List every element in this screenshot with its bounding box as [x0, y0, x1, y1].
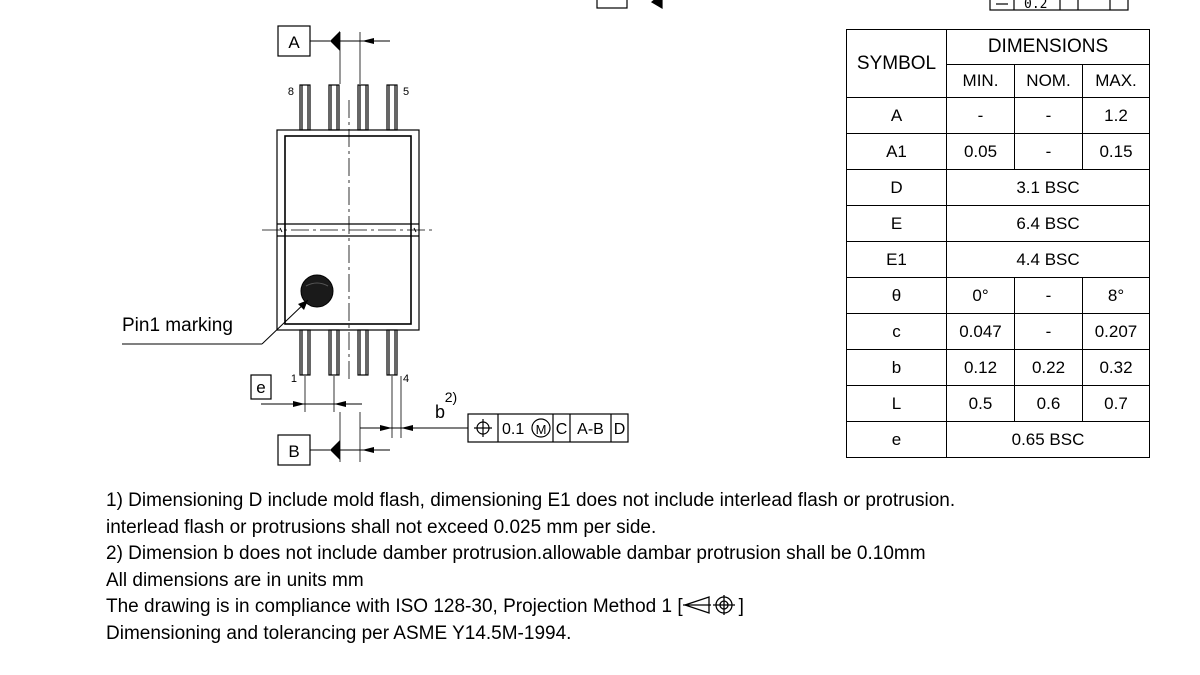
position-tolerance-frame: 0.1 M C A-B D	[467, 413, 629, 443]
nom-header: NOM.	[1014, 64, 1083, 98]
dim-e-label: e	[256, 378, 265, 397]
row-nom: -	[1014, 133, 1083, 170]
row-min: 0.05	[946, 133, 1015, 170]
fcf-datum-3: D	[614, 421, 626, 438]
row-max: 1.2	[1082, 97, 1150, 134]
row-min: -	[946, 97, 1015, 134]
dimensions-header: DIMENSIONS	[946, 29, 1150, 65]
table-row: e 0.65 BSC	[846, 421, 1150, 458]
bottom-leads	[299, 329, 398, 376]
position-symbol-icon	[474, 419, 492, 437]
row-min: 0.12	[946, 349, 1015, 386]
dimensions-table: SYMBOL DIMENSIONS MIN. NOM. MAX. A - - 1…	[846, 29, 1150, 458]
row-symbol: E	[846, 205, 947, 242]
top-cutoff-elements	[596, 0, 663, 10]
row-nom: -	[1014, 277, 1083, 314]
dim-b-label: b	[435, 402, 445, 422]
row-symbol: A1	[846, 133, 947, 170]
pin1-marking-callout: Pin1 marking	[122, 299, 309, 345]
pin-5-number: 5	[403, 86, 409, 98]
pin-8-number: 8	[288, 86, 294, 98]
row-nom: 0.6	[1014, 385, 1083, 422]
table-row: c 0.047 - 0.207	[846, 313, 1150, 350]
row-nom: 0.22	[1014, 349, 1083, 386]
pin-4-number: 4	[403, 373, 409, 385]
row-symbol: e	[846, 421, 947, 458]
note-1: 1) Dimensioning D include mold flash, di…	[106, 490, 956, 511]
note-projection-text: The drawing is in compliance with ISO 12…	[106, 596, 683, 617]
lead-width-b-dimension: b 2)	[360, 389, 468, 431]
first-angle-projection-icon	[682, 595, 735, 615]
pin-1-number: 1	[291, 373, 297, 385]
note-projection: The drawing is in compliance with ISO 12…	[106, 594, 1186, 621]
row-min: 0°	[946, 277, 1015, 314]
table-row: E1 4.4 BSC	[846, 241, 1150, 278]
footnote-2-ref: 2)	[445, 389, 457, 405]
row-bsc-value: 6.4 BSC	[946, 205, 1150, 242]
row-bsc-value: 0.65 BSC	[946, 421, 1150, 458]
drawing-notes: 1) Dimensioning D include mold flash, di…	[106, 488, 1186, 647]
datum-b-feature: B	[277, 412, 390, 466]
fcf-datum-1: C	[556, 421, 568, 438]
row-symbol: θ	[846, 277, 947, 314]
fcf-modifier: M	[536, 422, 547, 437]
row-max: 0.32	[1082, 349, 1150, 386]
note-projection-end: ]	[738, 596, 744, 617]
row-symbol: c	[846, 313, 947, 350]
row-symbol: E1	[846, 241, 947, 278]
datum-a-feature: A	[277, 25, 390, 84]
mmc-modifier-icon	[531, 418, 551, 438]
pin1-marking-label: Pin1 marking	[122, 315, 233, 336]
note-units: All dimensions are in units mm	[106, 569, 364, 591]
datum-b-label: B	[288, 442, 299, 461]
table-row: E 6.4 BSC	[846, 205, 1150, 242]
min-header: MIN.	[946, 64, 1015, 98]
pin1-marking-dot	[300, 274, 334, 308]
symbol-header: SYMBOL	[846, 29, 947, 98]
row-max: 0.15	[1082, 133, 1150, 170]
note-2: 2) Dimension b does not include damber p…	[106, 543, 926, 564]
top-frame-partial-value: 0.2	[1024, 0, 1047, 12]
top-right-partial-tolerance-frame: 0.2	[989, 0, 1129, 12]
datum-a-label: A	[288, 33, 300, 52]
table-row: D 3.1 BSC	[846, 169, 1150, 206]
row-symbol: D	[846, 169, 947, 206]
note-1-cont: interlead flash or protrusions shall not…	[106, 516, 657, 538]
fcf-datum-2: A-B	[577, 421, 604, 438]
fcf-tolerance: 0.1	[502, 421, 524, 438]
row-max: 0.207	[1082, 313, 1150, 350]
max-header: MAX.	[1082, 64, 1150, 98]
top-leads	[299, 84, 398, 131]
datum-b-triangle	[330, 440, 340, 460]
row-bsc-value: 4.4 BSC	[946, 241, 1150, 278]
note-standard: Dimensioning and tolerancing per ASME Y1…	[106, 622, 572, 644]
table-row: A1 0.05 - 0.15	[846, 133, 1150, 170]
package-top-view-drawing: A 8 5 Pin1 marking	[122, 0, 663, 466]
datum-a-triangle	[330, 31, 340, 51]
row-min: 0.5	[946, 385, 1015, 422]
row-nom: -	[1014, 313, 1083, 350]
row-symbol: A	[846, 97, 947, 134]
row-min: 0.047	[946, 313, 1015, 350]
table-row: b 0.12 0.22 0.32	[846, 349, 1150, 386]
row-symbol: L	[846, 385, 947, 422]
row-bsc-value: 3.1 BSC	[946, 169, 1150, 206]
pitch-e-dimension: e	[250, 374, 362, 407]
row-symbol: b	[846, 349, 947, 386]
table-row: θ 0° - 8°	[846, 277, 1150, 314]
table-row: L 0.5 0.6 0.7	[846, 385, 1150, 422]
row-max: 0.7	[1082, 385, 1150, 422]
table-row: A - - 1.2	[846, 97, 1150, 134]
center-lines	[262, 100, 432, 380]
row-nom: -	[1014, 97, 1083, 134]
row-max: 8°	[1082, 277, 1150, 314]
